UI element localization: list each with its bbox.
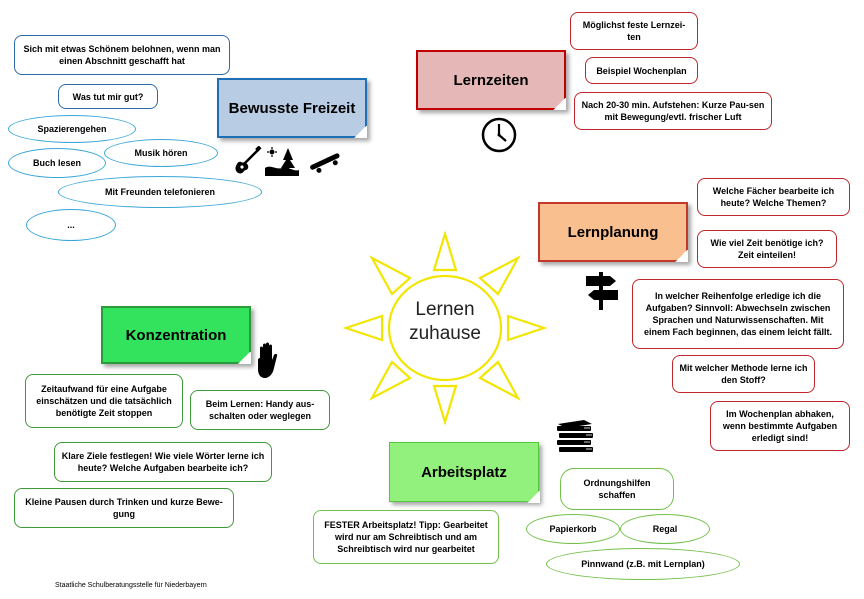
lernzeiten-card: Lernzeiten [416,50,566,110]
guitar-icon [235,146,262,174]
arbeitsplatz-fester-bubble: FESTER Arbeitsplatz! Tipp: Gearbeitet wi… [313,510,499,564]
books-icon [557,420,593,452]
sun-graphic [342,230,548,426]
lernplanung-reihenfolge-bubble: In welcher Reihenfolge erledige ich die … [632,279,844,349]
freizeit-card: Bewusste Freizeit [217,78,367,138]
center-title: Lernen zuhause [395,298,495,346]
buch-lesen-ellipse: Buch lesen [8,148,106,178]
lernplanung-zeit-bubble: Wie viel Zeit benötige ich? Zeit einteil… [697,230,837,268]
freizeit-was-tut-gut-bubble: Was tut mir gut? [58,84,158,109]
konzentration-ziele-bubble: Klare Ziele festlegen! Wie viele Wörter … [54,442,272,482]
papierkorb-ellipse: Papierkorb [526,514,620,544]
freunde-ellipse: Mit Freunden telefonieren [58,176,262,208]
arbeitsplatz-card: Arbeitsplatz [389,442,540,503]
lernzeiten-title: Lernzeiten [453,71,529,89]
freizeit-title: Bewusste Freizeit [228,99,356,117]
landscape-icon [265,147,299,176]
musik-ellipse: Musik hören [104,139,218,167]
footer-credit: Staatliche Schulberatungsstelle für Nied… [55,582,207,589]
regal-ellipse: Regal [620,514,710,544]
clock-icon [481,117,517,153]
lernplanung-title: Lernplanung [567,223,659,241]
konzentration-card: Konzentration [101,306,251,364]
hand-icon [258,342,278,378]
center-title-line2: zuhause [409,323,481,344]
more-ellipse: ... [26,209,116,241]
arbeitsplatz-title: Arbeitsplatz [421,463,507,481]
lernzeiten-wochenplan-bubble: Beispiel Wochenplan [585,57,698,84]
lernplanung-abhaken-bubble: Im Wochenplan abhaken, wenn bestimmte Au… [710,401,850,451]
skateboard-icon [310,153,340,173]
konzentration-title: Konzentration [125,326,227,344]
lernzeiten-feste-bubble: Möglichst feste Lernzei-ten [570,12,698,50]
lernzeiten-pausen-bubble: Nach 20-30 min. Aufstehen: Kurze Pau-sen… [574,92,772,130]
lernplanung-faecher-bubble: Welche Fächer bearbeite ich heute? Welch… [697,178,850,216]
lernplanung-methode-bubble: Mit welcher Methode lerne ich den Stoff? [672,355,815,393]
lernplanung-card: Lernplanung [538,202,688,262]
freizeit-belohnen-bubble: Sich mit etwas Schönem belohnen, wenn ma… [14,35,230,75]
center-title-line1: Lernen [415,299,475,320]
konzentration-handy-bubble: Beim Lernen: Handy aus-schalten oder weg… [190,390,330,430]
spazierengehen-ellipse: Spazierengehen [8,115,136,143]
konzentration-pausen-bubble: Kleine Pausen durch Trinken und kurze Be… [14,488,234,528]
signpost-icon [586,272,618,310]
konzentration-zeitaufwand-bubble: Zeitaufwand für eine Aufgabe einschätzen… [25,374,183,428]
pinnwand-ellipse: Pinnwand (z.B. mit Lernplan) [546,548,740,580]
arbeitsplatz-ordnung-bubble: Ordnungshilfen schaffen [560,468,674,510]
